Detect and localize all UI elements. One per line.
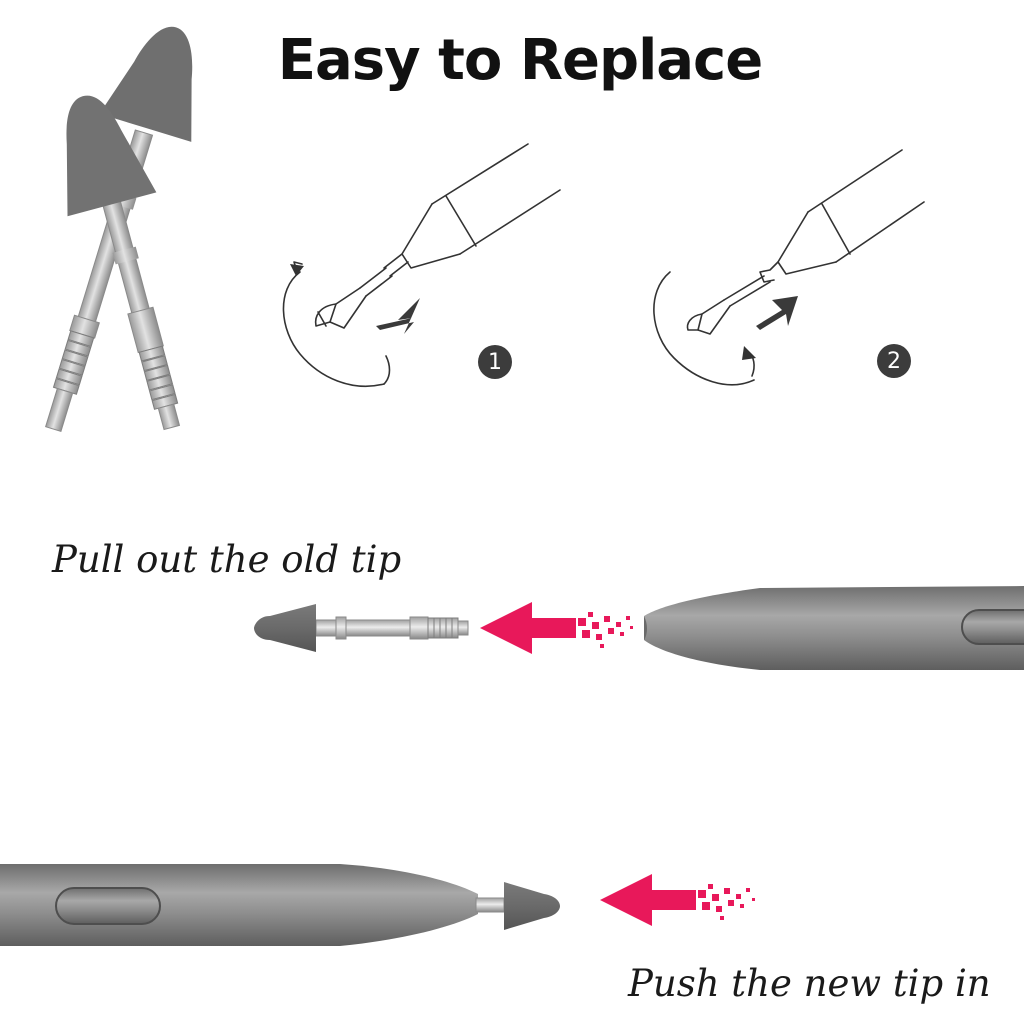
step-2-number: 2 — [887, 348, 901, 374]
stylus-right — [644, 586, 1024, 670]
page-title: Easy to Replace — [277, 28, 763, 93]
push-arrow — [600, 874, 696, 926]
push-arrow-particles — [698, 884, 755, 920]
step-1-arrow — [376, 298, 420, 334]
pull-arrow — [480, 602, 576, 654]
step-2-arrow — [756, 296, 798, 330]
stylus-button — [961, 609, 1024, 645]
pull-arrow-particles — [578, 612, 633, 648]
step-1-badge: 1 — [478, 345, 512, 379]
step-2-rotate-arrowhead — [742, 346, 756, 360]
step-1-number: 1 — [488, 349, 502, 375]
pull-caption: Pull out the old tip — [52, 538, 402, 581]
step-2-badge: 2 — [877, 344, 911, 378]
new-tip-shaft — [475, 897, 505, 913]
stylus-button — [55, 887, 161, 925]
step-1-rotate-arrowhead — [290, 264, 304, 276]
new-tip — [504, 882, 560, 930]
replacement-tip-front — [66, 95, 181, 431]
old-tip — [254, 604, 469, 652]
stylus-left — [0, 864, 478, 946]
step-1-diagram — [282, 143, 561, 388]
push-caption: Push the new tip in — [628, 962, 991, 1005]
